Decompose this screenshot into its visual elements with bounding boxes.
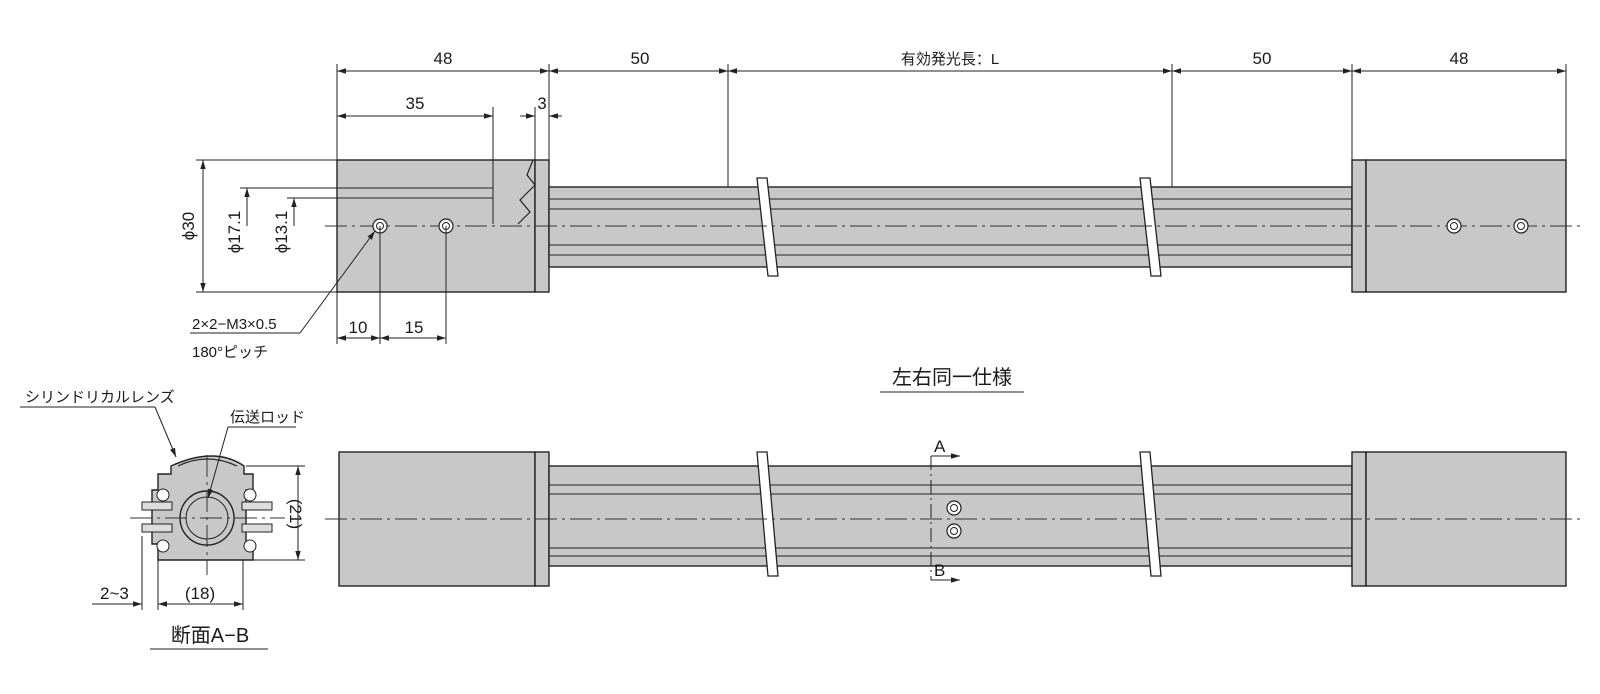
- cross-section: シリンドリカルレンズ 伝送ロッド (21) (18) 2~3 断面A−B: [20, 389, 305, 650]
- thread-callout: 2×2−M3×0.5 180°ピッチ: [190, 230, 376, 361]
- lens-label: シリンドリカルレンズ: [25, 389, 175, 406]
- section-gap: 2~3: [100, 584, 129, 603]
- top-dimensions: 48 50 有効発光長：L 50 48 35 3: [336, 49, 1567, 224]
- dim-flange: 3: [537, 94, 546, 113]
- dim-right-block: 48: [1450, 49, 1469, 68]
- dim-body-diameter: ϕ30: [179, 212, 198, 240]
- bottom-hole-2: [946, 523, 962, 539]
- dim-right-gap: 50: [1253, 49, 1272, 68]
- dim-hole-offset-15: 15: [405, 318, 424, 337]
- rod-label: 伝送ロッド: [230, 409, 305, 426]
- dim-left-block: 48: [434, 49, 453, 68]
- section-title: 断面A−B: [171, 624, 249, 647]
- hole-right-2: [1513, 218, 1529, 234]
- section-label-a: A: [934, 437, 946, 456]
- bottom-hole-1: [946, 500, 962, 516]
- break-mark-right: [1139, 177, 1162, 277]
- top-view: 48 50 有効発光長：L 50 48 35 3 ϕ30 ϕ17.1 ϕ: [179, 49, 1580, 361]
- bottom-view: A B: [325, 437, 1580, 587]
- hole-offset-dimensions: 10 15: [336, 226, 447, 344]
- section-label-b: B: [934, 561, 945, 580]
- rod-body-bottom: [548, 465, 1353, 567]
- symmetric-note: 左右同一仕様: [880, 366, 1024, 393]
- dim-diameter-17: ϕ17.1: [225, 211, 244, 254]
- section-line: A B: [930, 437, 960, 583]
- diameter-dimensions: ϕ30 ϕ17.1 ϕ13.1: [179, 159, 493, 293]
- dim-diameter-13: ϕ13.1: [272, 211, 291, 254]
- section-screws: [141, 488, 273, 553]
- dim-hole-offset-10: 10: [349, 318, 368, 337]
- dim-effective-length: 有効発光長：L: [901, 51, 999, 68]
- symmetric-label: 左右同一仕様: [892, 366, 1012, 389]
- thread-pitch: 180°ピッチ: [192, 344, 268, 361]
- thread-spec: 2×2−M3×0.5: [192, 316, 277, 333]
- break-mark-left: [756, 177, 779, 277]
- hole-right-1: [1446, 218, 1462, 234]
- dim-left-gap: 50: [631, 49, 650, 68]
- section-width: (18): [185, 584, 215, 603]
- dim-hole-depth: 35: [406, 94, 425, 113]
- section-height: (21): [286, 499, 305, 529]
- rod-body: [548, 186, 1353, 268]
